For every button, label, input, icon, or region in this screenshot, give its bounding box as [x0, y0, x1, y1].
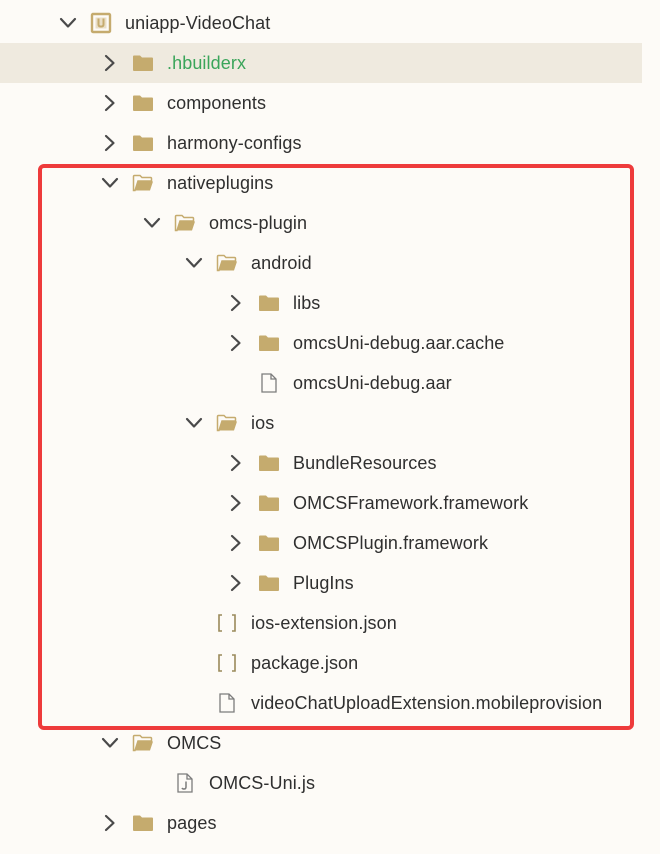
tree-item-label: android — [251, 252, 312, 273]
tree-item-label: omcs-plugin — [209, 212, 308, 233]
chevron-right-icon[interactable] — [226, 533, 246, 553]
json-file-icon — [216, 652, 238, 674]
chevron-right-icon[interactable] — [226, 333, 246, 353]
tree-item-label: OMCS-Uni.js — [209, 772, 316, 793]
folder-open-icon — [132, 172, 154, 194]
chevron-down-icon[interactable] — [100, 733, 120, 753]
tree-item-label: components — [167, 92, 267, 113]
chevron-right-icon[interactable] — [226, 453, 246, 473]
tree-item-label: .hbuilderx — [167, 52, 247, 73]
project-explorer-tree: uniapp-VideoChat .hbuilderx components harm… — [0, 3, 660, 843]
file-icon — [258, 372, 280, 394]
json-file-icon — [216, 612, 238, 634]
chevron-right-icon[interactable] — [100, 133, 120, 153]
tree-item-folder[interactable]: pages — [0, 803, 642, 843]
tree-item-file[interactable]: OMCS-Uni.js — [0, 763, 642, 803]
chevron-right-icon[interactable] — [226, 293, 246, 313]
tree-item-label: omcsUni-debug.aar — [293, 372, 452, 393]
chevron-down-icon[interactable] — [58, 13, 78, 33]
tree-item-folder[interactable]: .hbuilderx — [0, 43, 642, 83]
chevron-down-icon[interactable] — [184, 413, 204, 433]
tree-item-folder[interactable]: PlugIns — [0, 563, 642, 603]
chevron-right-icon[interactable] — [226, 573, 246, 593]
chevron-down-icon[interactable] — [184, 253, 204, 273]
folder-icon — [258, 332, 280, 354]
folder-open-icon — [132, 732, 154, 754]
folder-icon — [132, 92, 154, 114]
folder-open-icon — [216, 252, 238, 274]
js-file-icon — [174, 772, 196, 794]
tree-item-folder[interactable]: OMCSFramework.framework — [0, 483, 642, 523]
tree-item-label: videoChatUploadExtension.mobileprovision — [251, 692, 603, 713]
tree-item-label: harmony-configs — [167, 132, 302, 153]
tree-item-label: ios — [251, 412, 275, 433]
folder-icon — [258, 532, 280, 554]
folder-icon — [132, 132, 154, 154]
tree-item-label: package.json — [251, 652, 359, 673]
tree-item-folder[interactable]: OMCS — [0, 723, 642, 763]
tree-item-folder[interactable]: BundleResources — [0, 443, 642, 483]
folder-icon — [258, 572, 280, 594]
tree-item-folder[interactable]: ios — [0, 403, 642, 443]
folder-icon — [258, 492, 280, 514]
tree-item-label: ios-extension.json — [251, 612, 397, 633]
tree-item-label: libs — [293, 292, 321, 313]
tree-item-label: OMCSPlugin.framework — [293, 532, 489, 553]
tree-item-label: OMCS — [167, 732, 222, 753]
folder-open-icon — [216, 412, 238, 434]
folder-open-icon — [174, 212, 196, 234]
tree-item-folder[interactable]: components — [0, 83, 642, 123]
tree-item-folder[interactable]: omcsUni-debug.aar.cache — [0, 323, 642, 363]
file-icon — [216, 692, 238, 714]
chevron-down-icon[interactable] — [100, 173, 120, 193]
tree-item-file[interactable]: videoChatUploadExtension.mobileprovision — [0, 683, 642, 723]
project-icon — [90, 12, 112, 34]
chevron-down-icon[interactable] — [142, 213, 162, 233]
tree-item-folder[interactable]: uniapp-VideoChat — [0, 3, 642, 43]
tree-item-folder[interactable]: omcs-plugin — [0, 203, 642, 243]
chevron-right-icon[interactable] — [100, 53, 120, 73]
folder-icon — [132, 812, 154, 834]
tree-item-folder[interactable]: android — [0, 243, 642, 283]
tree-item-file[interactable]: package.json — [0, 643, 642, 683]
tree-item-file[interactable]: ios-extension.json — [0, 603, 642, 643]
tree-item-label: omcsUni-debug.aar.cache — [293, 332, 505, 353]
tree-item-folder[interactable]: libs — [0, 283, 642, 323]
tree-item-label: pages — [167, 812, 217, 833]
tree-item-folder[interactable]: OMCSPlugin.framework — [0, 523, 642, 563]
chevron-right-icon[interactable] — [100, 813, 120, 833]
tree-item-label: uniapp-VideoChat — [125, 12, 271, 33]
chevron-right-icon[interactable] — [100, 93, 120, 113]
tree-item-file[interactable]: omcsUni-debug.aar — [0, 363, 642, 403]
folder-icon — [258, 292, 280, 314]
folder-icon — [258, 452, 280, 474]
tree-item-label: nativeplugins — [167, 172, 274, 193]
folder-icon — [132, 52, 154, 74]
tree-item-label: PlugIns — [293, 572, 354, 593]
tree-item-folder[interactable]: harmony-configs — [0, 123, 642, 163]
tree-item-folder[interactable]: nativeplugins — [0, 163, 642, 203]
chevron-right-icon[interactable] — [226, 493, 246, 513]
tree-item-label: BundleResources — [293, 452, 437, 473]
tree-item-label: OMCSFramework.framework — [293, 492, 529, 513]
